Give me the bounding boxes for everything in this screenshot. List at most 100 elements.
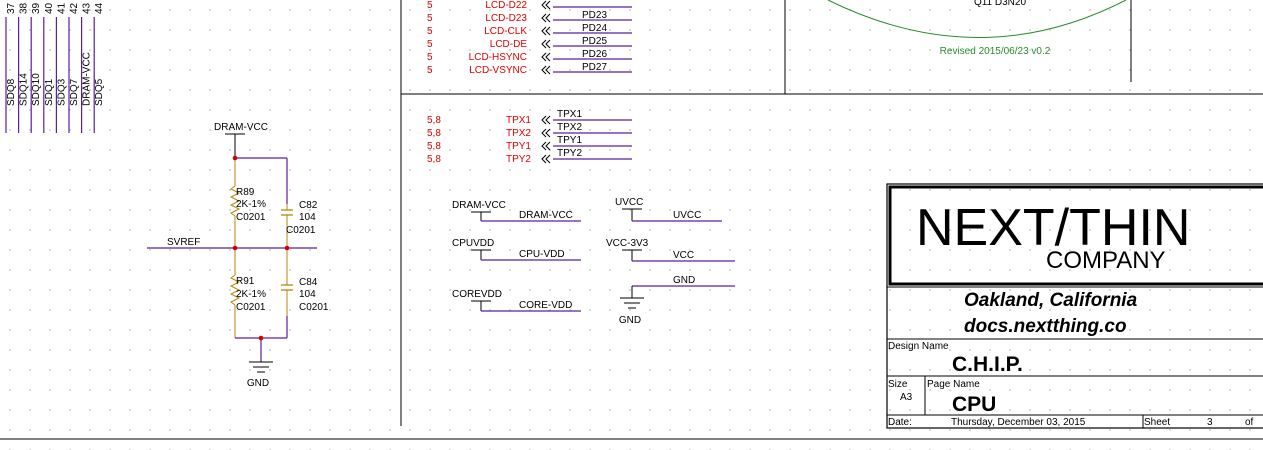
net-label: LCD-DE [490, 39, 528, 50]
net-vcc: VCC [673, 250, 694, 261]
size-value: A3 [900, 392, 913, 403]
sheet-ref: 5,8 [427, 141, 441, 152]
net-label: TPY1 [506, 141, 531, 152]
sheet-label: Sheet [1144, 417, 1170, 428]
sheet-ref: 5,8 [427, 154, 441, 165]
sheet-of: of [1245, 417, 1254, 428]
bus-entry-chevron [541, 13, 547, 23]
pin-net-label: DRAM-VCC [82, 52, 93, 106]
pin-net-label: SDQ7 [69, 78, 80, 106]
net-cpu-vdd: CPU-VDD [519, 249, 565, 260]
net-label: TPX2 [506, 128, 531, 139]
company-name: NEXT/THIN [916, 199, 1190, 257]
c84-ref: C84 [299, 277, 318, 288]
bus-entry-chevron [541, 141, 547, 151]
pin-label: PD23 [582, 10, 607, 21]
pin-number: 42 [69, 2, 80, 14]
net-uvcc: UVCC [673, 210, 701, 221]
bus-entry-chevron [541, 52, 547, 62]
bus-entry-chevron [541, 154, 547, 164]
pin-label: TPY2 [557, 148, 582, 159]
r91-ref: R91 [236, 276, 255, 287]
bus-entry-chevron [541, 0, 547, 10]
junction-dot [232, 245, 238, 251]
pin-label: PD27 [582, 62, 607, 73]
power-links: DRAM-VCC DRAM-VCC CPUVDD CPU-VDD COREVDD… [452, 197, 735, 326]
net-label: LCD-VSYNC [469, 65, 527, 76]
lcd-bus-row: 5 LCD-VSYNC PD27 [427, 62, 632, 76]
net-label: TPY2 [506, 154, 531, 165]
page-name-label: Page Name [927, 379, 980, 390]
net-dram-vcc: DRAM-VCC [519, 210, 573, 221]
pin-number: 39 [31, 2, 42, 14]
port-cpuvdd: CPUVDD [452, 238, 494, 249]
port-vcc-3v3: VCC-3V3 [606, 238, 649, 249]
sheet-ref: 5,8 [427, 128, 441, 139]
net-label: TPX1 [506, 115, 531, 126]
lcd-bus-row: 5 LCD-D22 [427, 0, 632, 11]
net-label: LCD-D23 [485, 13, 527, 24]
design-name-label: Design Name [888, 341, 949, 352]
lcd-bus-row: 5 LCD-D23 PD23 [427, 10, 632, 24]
resistor-r91 [229, 274, 241, 306]
vref-divider: DRAM-VCC R89 2K-1% C0201 C82 104 C0201 S… [147, 122, 329, 389]
pin-number: 44 [94, 2, 105, 14]
ground-label: GND [247, 378, 269, 389]
pin-number: 37 [6, 2, 17, 14]
c84-value: 104 [299, 289, 316, 300]
date-label: Date: [888, 417, 912, 428]
company-location: Oakland, California [964, 290, 1138, 311]
page-name: CPU [952, 393, 996, 416]
r89-package: C0201 [236, 212, 266, 223]
sheet-ref: 5 [427, 52, 433, 63]
r91-package: C0201 [236, 302, 266, 313]
net-label: LCD-D22 [485, 0, 527, 11]
net-core-vdd: CORE-VDD [519, 300, 572, 311]
date-value: Thursday, December 03, 2015 [951, 417, 1086, 428]
net-gnd: GND [673, 275, 695, 286]
pin-net-label: SDQ10 [31, 73, 42, 106]
r89-value: 2K-1% [236, 199, 266, 210]
gnd-symbol-label: GND [619, 315, 641, 326]
sheet-ref: 5,8 [427, 115, 441, 126]
c82-value: 104 [299, 212, 316, 223]
pin-label: TPY1 [557, 135, 582, 146]
bus-entry-chevron [541, 39, 547, 49]
pin-net-label: SDQ3 [56, 78, 67, 106]
lcd-bus-row: 5 LCD-DE PD25 [427, 36, 632, 50]
design-name: C.H.I.P. [952, 353, 1023, 376]
sheet-ref: 5 [427, 65, 433, 76]
company-subtitle: COMPANY [1046, 247, 1166, 274]
junction-dot [284, 245, 290, 251]
company-website: docs.nextthing.co [964, 316, 1127, 337]
port-dram-vcc: DRAM-VCC [452, 200, 506, 211]
pin-label: PD26 [582, 49, 607, 60]
pin-net-label: SDQ8 [6, 78, 17, 106]
sheet-ref: 5 [427, 13, 433, 24]
net-label: LCD-HSYNC [469, 52, 527, 63]
sheet-number: 3 [1207, 417, 1213, 428]
sheet-ref: 5 [427, 0, 433, 11]
pin-label: PD25 [582, 36, 607, 47]
sheet-ref: 5 [427, 26, 433, 37]
vref-supply-label: DRAM-VCC [214, 122, 268, 133]
port-uvcc: UVCC [615, 197, 643, 208]
company-logo-box [888, 185, 1263, 286]
sheet-ref: 5 [427, 39, 433, 50]
r89-ref: R89 [236, 187, 255, 198]
pin-number: 41 [56, 2, 67, 14]
pin-label: TPX2 [557, 122, 582, 133]
bus-entry-chevron [541, 65, 547, 75]
size-label: Size [888, 379, 908, 390]
port-corevdd: COREVDD [452, 289, 502, 300]
sdq-pin-group: 37SDQ838SDQ1439SDQ1040SDQ141SDQ342SDQ743… [5, 2, 105, 133]
junction-dot [232, 155, 238, 161]
lcd-bus-row: 5 LCD-HSYNC PD26 [427, 49, 632, 63]
